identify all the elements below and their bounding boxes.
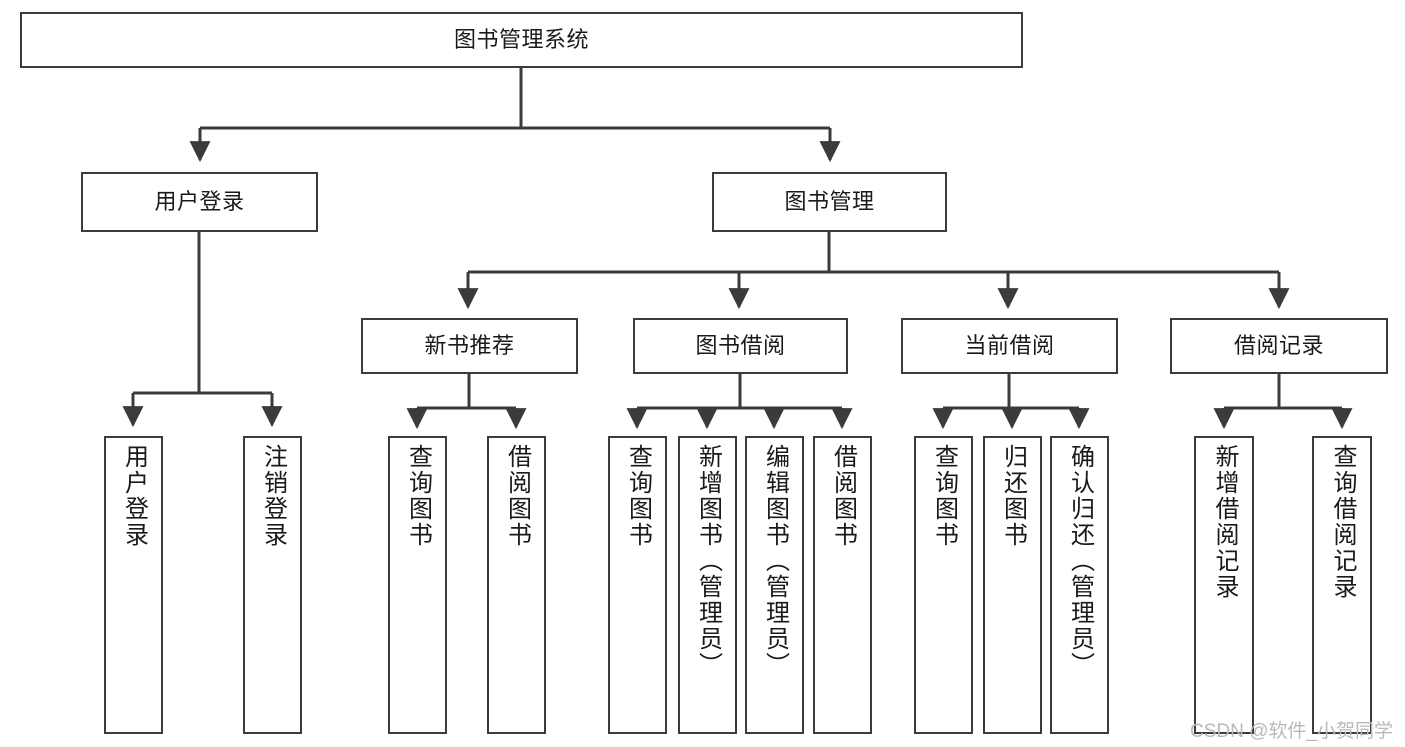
node-leaf-confirm-return[interactable]: 确认归还（管理员） (1050, 436, 1109, 734)
node-leaf-add-book[interactable]: 新增图书（管理员） (678, 436, 737, 734)
node-root[interactable]: 图书管理系统 (20, 12, 1023, 68)
edge-group-new-book-recommend (406, 374, 527, 430)
node-root-label: 图书管理系统 (453, 27, 589, 53)
node-leaf-query-book-2-label: 查询图书 (624, 444, 652, 548)
edge-group-borrow-record (1213, 374, 1353, 430)
node-book-management[interactable]: 图书管理 (712, 172, 947, 232)
node-leaf-user-logout[interactable]: 注销登录 (243, 436, 302, 734)
node-leaf-user-login-label: 用户登录 (120, 444, 148, 548)
node-borrow-record-label: 借阅记录 (1233, 333, 1324, 359)
node-user-login[interactable]: 用户登录 (81, 172, 318, 232)
node-leaf-borrow-book-2[interactable]: 借阅图书 (813, 436, 872, 734)
node-leaf-query-book-1[interactable]: 查询图书 (388, 436, 447, 734)
node-leaf-return-book[interactable]: 归还图书 (983, 436, 1042, 734)
node-leaf-edit-book-label: 编辑图书（管理员） (761, 444, 789, 678)
node-leaf-confirm-return-label: 确认归还（管理员） (1066, 444, 1094, 678)
node-leaf-query-book-3[interactable]: 查询图书 (914, 436, 973, 734)
edge-group-root (189, 68, 841, 163)
node-leaf-user-logout-label: 注销登录 (259, 444, 287, 548)
node-leaf-add-record[interactable]: 新增借阅记录 (1194, 436, 1254, 734)
node-leaf-edit-book[interactable]: 编辑图书（管理员） (745, 436, 804, 734)
node-leaf-borrow-book-2-label: 借阅图书 (829, 444, 857, 548)
node-leaf-add-record-label: 新增借阅记录 (1211, 444, 1238, 600)
node-book-borrow[interactable]: 图书借阅 (633, 318, 848, 374)
node-current-borrow[interactable]: 当前借阅 (901, 318, 1118, 374)
node-leaf-query-book-1-label: 查询图书 (404, 444, 432, 548)
node-book-borrow-label: 图书借阅 (695, 333, 786, 359)
node-leaf-query-book-3-label: 查询图书 (930, 444, 958, 548)
node-new-book-recommend[interactable]: 新书推荐 (361, 318, 578, 374)
node-current-borrow-label: 当前借阅 (964, 333, 1055, 359)
node-leaf-query-book-2[interactable]: 查询图书 (608, 436, 667, 734)
node-new-book-recommend-label: 新书推荐 (424, 333, 515, 359)
node-book-management-label: 图书管理 (784, 189, 875, 215)
node-leaf-borrow-book-1[interactable]: 借阅图书 (487, 436, 546, 734)
node-leaf-return-book-label: 归还图书 (999, 444, 1027, 548)
edge-group-current-borrow (932, 374, 1090, 430)
edge-group-user-login (122, 232, 283, 428)
node-leaf-borrow-book-1-label: 借阅图书 (503, 444, 531, 548)
node-user-login-label: 用户登录 (154, 189, 245, 215)
edge-group-book-management (457, 232, 1290, 310)
node-leaf-query-record-label: 查询借阅记录 (1329, 444, 1356, 600)
node-leaf-user-login[interactable]: 用户登录 (104, 436, 163, 734)
edge-group-book-borrow (626, 374, 853, 430)
node-borrow-record[interactable]: 借阅记录 (1170, 318, 1388, 374)
node-leaf-add-book-label: 新增图书（管理员） (694, 444, 722, 678)
node-leaf-query-record[interactable]: 查询借阅记录 (1312, 436, 1372, 734)
